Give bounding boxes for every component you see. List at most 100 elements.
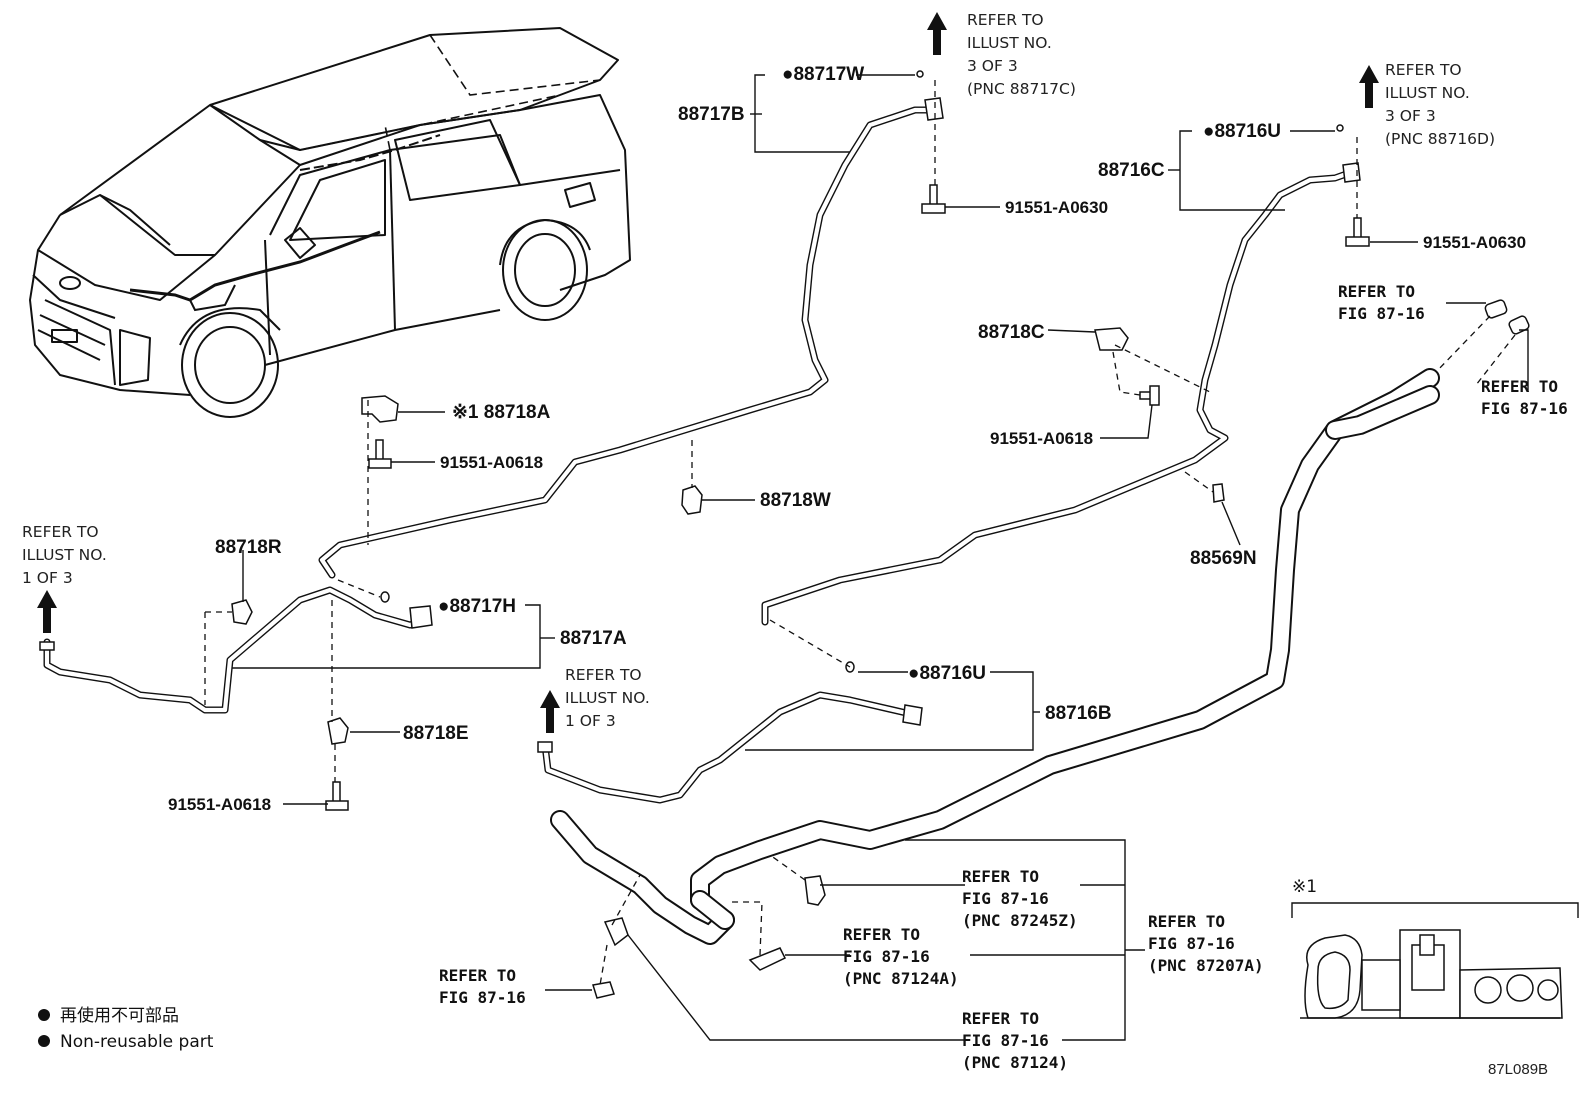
svg-text:REFER TO: REFER TO [1338, 282, 1415, 301]
arrow-up-icon [927, 12, 947, 55]
ref-illust-1-of-3-left: REFER TO ILLUST NO. 1 OF 3 [22, 523, 107, 587]
legend: 再使用不可部品 Non-reusable part [38, 1005, 214, 1052]
svg-text:3 OF 3: 3 OF 3 [967, 57, 1018, 75]
svg-text:REFER TO: REFER TO [843, 925, 920, 944]
ref-fig-87-16-top: REFER TO FIG 87-16 [1338, 282, 1425, 323]
svg-text:REFER TO: REFER TO [1481, 377, 1558, 396]
svg-text:ILLUST NO.: ILLUST NO. [22, 546, 107, 564]
svg-text:ILLUST NO.: ILLUST NO. [565, 689, 650, 707]
clip-88716U-top [1336, 124, 1344, 132]
svg-text:(PNC 87124): (PNC 87124) [962, 1053, 1068, 1072]
cap-fig-87-16-b [1508, 315, 1530, 335]
bolt-91551-A0630-1 [921, 184, 946, 214]
label-88717B: 88717B [678, 104, 745, 125]
svg-text:(PNC 87124A): (PNC 87124A) [843, 969, 959, 988]
label-88717W: ●88717W [782, 64, 864, 85]
label-88718R: 88718R [215, 537, 282, 558]
pipe-88716B [537, 691, 923, 804]
svg-text:ILLUST NO.: ILLUST NO. [1385, 84, 1470, 102]
legend-line-2: Non-reusable part [60, 1032, 214, 1052]
svg-text:1 OF 3: 1 OF 3 [565, 712, 616, 730]
label-91551-A0618-right: 91551-A0618 [990, 429, 1093, 448]
svg-text:REFER TO: REFER TO [439, 966, 516, 985]
svg-text:(PNC 88717C): (PNC 88717C) [967, 80, 1076, 98]
part-87124A [748, 947, 787, 971]
label-91551-A0618-mid: 91551-A0618 [440, 453, 543, 472]
bolt-91551-A0618-bottom [325, 781, 349, 811]
arrow-up-icon [1359, 65, 1379, 108]
ref-fig-87-16-87124: REFER TO FIG 87-16 (PNC 87124) [962, 1009, 1068, 1072]
ref-fig-87-16-left: REFER TO FIG 87-16 [439, 966, 526, 1007]
svg-text:FIG 87-16: FIG 87-16 [1148, 934, 1235, 953]
ref-illust-3-of-3-88717C: REFER TO ILLUST NO. 3 OF 3 (PNC 88717C) [967, 11, 1076, 98]
clamp-88718E [327, 717, 349, 745]
grommet-fig-87-16-c [592, 981, 615, 999]
label-91551-A0618-bottom: 91551-A0618 [168, 795, 271, 814]
bullet-icon [38, 1009, 50, 1021]
bolt-91551-A0618-right [1139, 385, 1160, 406]
pipe-88717B [318, 97, 944, 579]
label-88717H: ●88717H [438, 596, 516, 617]
bolt-91551-A0630-2 [1345, 217, 1370, 247]
svg-text:REFER TO: REFER TO [1385, 61, 1462, 79]
svg-text:REFER TO: REFER TO [962, 867, 1039, 886]
label-88717A: 88717A [560, 628, 627, 649]
illustration-code: 87L089B [1488, 1061, 1548, 1078]
ref-fig-87-16-right: REFER TO FIG 87-16 [1481, 377, 1568, 418]
label-88716C: 88716C [1098, 160, 1165, 181]
svg-text:3 OF 3: 3 OF 3 [1385, 107, 1436, 125]
svg-text:(PNC 87207A): (PNC 87207A) [1148, 956, 1264, 975]
clamp-88718W [681, 485, 703, 515]
inset-detail: ※1 [1291, 877, 1579, 1019]
part-87124 [603, 917, 629, 947]
svg-text:ILLUST NO.: ILLUST NO. [967, 34, 1052, 52]
label-91551-A0630-2: 91551-A0630 [1423, 233, 1526, 252]
ref-fig-87-16-87245Z: REFER TO FIG 87-16 (PNC 87245Z) [962, 867, 1078, 930]
label-88716U-top: ●88716U [1203, 121, 1281, 142]
pipe-88716C [761, 162, 1361, 626]
svg-text:FIG 87-16: FIG 87-16 [1338, 304, 1425, 323]
svg-text:REFER TO: REFER TO [565, 666, 642, 684]
bullet-icon [38, 1035, 50, 1047]
svg-text:FIG 87-16: FIG 87-16 [962, 1031, 1049, 1050]
clamp-88569N [1212, 483, 1225, 503]
svg-text:FIG 87-16: FIG 87-16 [1481, 399, 1568, 418]
svg-text:FIG 87-16: FIG 87-16 [843, 947, 930, 966]
svg-text:(PNC 88716D): (PNC 88716D) [1385, 130, 1495, 148]
label-88718A: ※1 88718A [452, 402, 551, 423]
svg-text:REFER TO: REFER TO [1148, 912, 1225, 931]
bolt-91551-A0618-mid [368, 439, 392, 469]
label-88718W: 88718W [760, 490, 831, 511]
ref-fig-87-16-87207A: REFER TO FIG 87-16 (PNC 87207A) [1148, 912, 1264, 975]
clip-88717H [380, 591, 390, 603]
leader-lines [204, 74, 1529, 1041]
vehicle-illustration [29, 27, 631, 418]
hose-assembly [550, 368, 1440, 945]
ref-illust-3-of-3-88716D: REFER TO ILLUST NO. 3 OF 3 (PNC 88716D) [1385, 61, 1495, 148]
clip-88717W [916, 70, 924, 78]
svg-text:REFER TO: REFER TO [22, 523, 99, 541]
svg-text:FIG 87-16: FIG 87-16 [439, 988, 526, 1007]
svg-text:FIG 87-16: FIG 87-16 [962, 889, 1049, 908]
label-88718E: 88718E [403, 723, 469, 744]
svg-text:1 OF 3: 1 OF 3 [22, 569, 73, 587]
pipe-88717A [39, 586, 433, 714]
label-88569N: 88569N [1190, 548, 1257, 569]
legend-line-1: 再使用不可部品 [60, 1005, 179, 1026]
bracket-88718A [361, 395, 399, 423]
ref-fig-87-16-87124A: REFER TO FIG 87-16 (PNC 87124A) [843, 925, 959, 988]
label-91551-A0630-1: 91551-A0630 [1005, 198, 1108, 217]
svg-text:REFER TO: REFER TO [962, 1009, 1039, 1028]
label-88716U-mid: ●88716U [908, 663, 986, 684]
svg-text:※1: ※1 [1292, 877, 1317, 897]
label-88718C: 88718C [978, 322, 1045, 343]
ref-illust-1-of-3-mid: REFER TO ILLUST NO. 1 OF 3 [565, 666, 650, 730]
arrow-up-icon [540, 690, 560, 733]
bracket-88718C [1094, 327, 1129, 351]
clamp-88718R [231, 599, 253, 625]
part-87245Z [804, 875, 826, 906]
cap-fig-87-16-a [1484, 299, 1508, 319]
label-88716B: 88716B [1045, 703, 1112, 724]
svg-text:REFER TO: REFER TO [967, 11, 1044, 29]
